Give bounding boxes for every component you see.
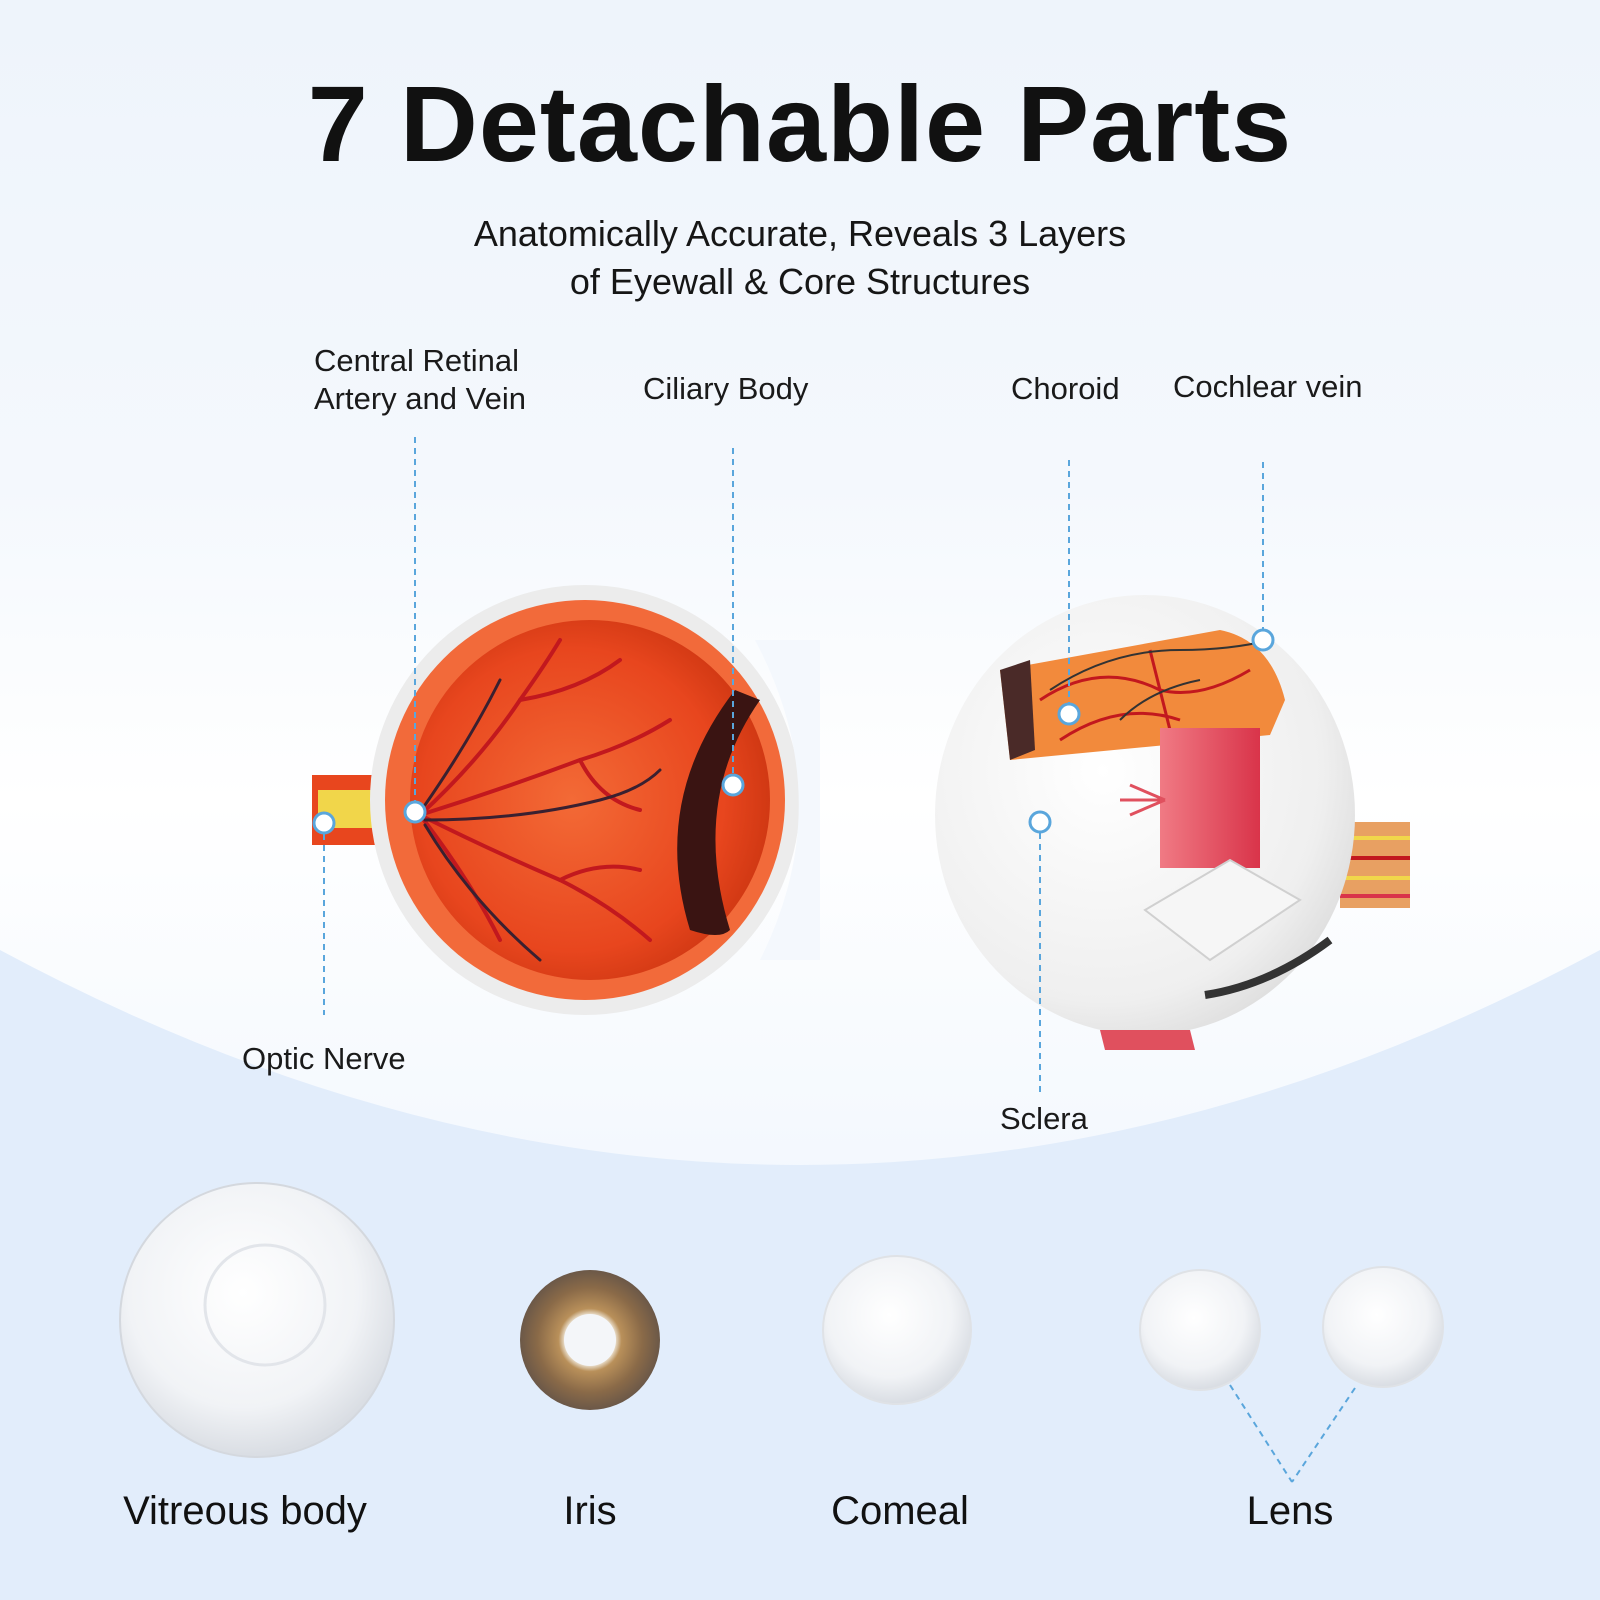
muscle-tendon [1120, 783, 1166, 817]
dot-sclera [1028, 810, 1052, 834]
bottom-muscle [1100, 1030, 1195, 1050]
eye-exterior [935, 595, 1410, 1050]
dot-optic-nerve [312, 811, 336, 835]
vitreous-body-image [119, 1182, 395, 1458]
lens-images [1139, 1266, 1444, 1391]
dot-cochlear-vein [1251, 628, 1275, 652]
label-choroid: Choroid [1011, 371, 1120, 406]
callout-lines [323, 437, 1356, 1483]
line-lens-left [1229, 1384, 1293, 1483]
retinal-vessels [418, 638, 672, 942]
lower-dark-edge [1204, 936, 1333, 999]
iris-image [520, 1270, 660, 1410]
window-edge [1000, 660, 1035, 760]
retina-surface [410, 620, 770, 980]
label-iris: Iris [563, 1489, 617, 1533]
subtitle-line-1: Anatomically Accurate, Reveals 3 Layers [473, 213, 1127, 254]
dot-choroid [1057, 702, 1081, 726]
label-corneal: Comeal [831, 1489, 969, 1533]
dot-ciliary-body [721, 773, 745, 797]
eye-cross-section [312, 585, 820, 1015]
label-optic-nerve: Optic Nerve [242, 1041, 406, 1076]
label-sclera: Sclera [1000, 1101, 1088, 1136]
ciliary-ring [677, 690, 760, 935]
dot-central-retinal [403, 800, 427, 824]
background-arc [0, 950, 1600, 1600]
label-central-retinal-line-1: Central Retinal [314, 343, 520, 378]
lower-muscle-flap [1143, 858, 1302, 962]
choroid-vessels [1039, 649, 1251, 742]
label-central-retinal: Central Retinal Artery and Vein [314, 342, 526, 418]
front-cut [755, 640, 820, 960]
choroid-window [1000, 630, 1285, 760]
retinal-veins [423, 678, 662, 962]
label-ciliary-body: Ciliary Body [643, 371, 809, 406]
page-title: 7 Detachable Parts [307, 63, 1293, 184]
label-lens: Lens [1246, 1489, 1334, 1533]
label-vitreous-body: Vitreous body [123, 1489, 367, 1533]
subtitle-line-2: of Eyewall & Core Structures [569, 261, 1031, 302]
label-central-retinal-line-2: Artery and Vein [314, 381, 526, 416]
corneal-image [822, 1255, 972, 1405]
eye-muscle [1160, 728, 1260, 868]
choroid-veins [1049, 639, 1271, 721]
page-subtitle: Anatomically Accurate, Reveals 3 Layers … [0, 210, 1600, 306]
callout-dots [312, 628, 1275, 835]
line-lens-right [1291, 1387, 1356, 1483]
label-cochlear-vein: Cochlear vein [1173, 369, 1363, 404]
